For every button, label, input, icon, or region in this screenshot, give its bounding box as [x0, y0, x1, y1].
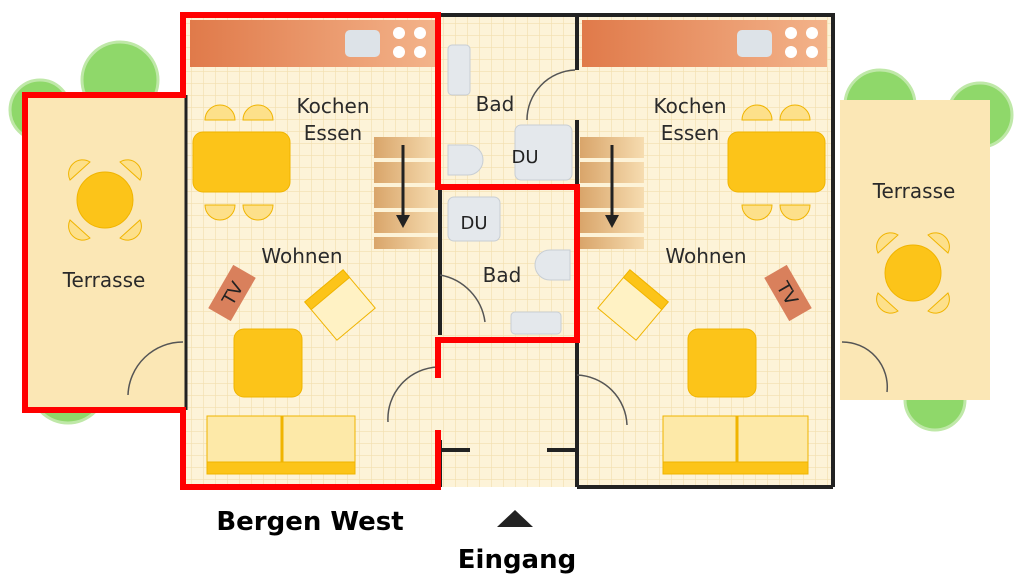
room-label-dining: Essen [304, 121, 362, 145]
entrance-caption: Eingang [458, 545, 576, 575]
room-label-bath: Bad [483, 263, 522, 287]
sink-icon [345, 30, 380, 57]
bath-fixtures [447, 44, 573, 335]
tv-right: TV [764, 264, 812, 322]
stove-icon [393, 27, 426, 58]
room-label-dining: Essen [661, 121, 719, 145]
furniture [68, 104, 950, 475]
room-label-terrace: Terrasse [62, 268, 146, 292]
stairs-right [580, 137, 644, 249]
stairs-left [374, 137, 438, 249]
room-label-living: Wohnen [261, 244, 342, 268]
unit-highlight [22, 12, 580, 490]
building-floor [186, 15, 833, 487]
room-label-living: Wohnen [665, 244, 746, 268]
room-label-terrace: Terrasse [872, 179, 956, 203]
shower-label: DU [460, 213, 487, 234]
doors [127, 69, 889, 426]
room-label-bath: Bad [476, 92, 515, 116]
room-label-kitchen: Kochen [296, 94, 369, 118]
stove-icon [785, 27, 818, 58]
kitchen-counter-left [190, 20, 435, 67]
sink-icon [737, 30, 772, 57]
entrance-arrow-icon [497, 510, 533, 527]
terrace-left [25, 95, 185, 410]
unit-caption: Bergen West [216, 507, 403, 537]
kitchen-counter-right [582, 20, 827, 67]
shower-label: DU [511, 147, 538, 168]
room-label-kitchen: Kochen [653, 94, 726, 118]
